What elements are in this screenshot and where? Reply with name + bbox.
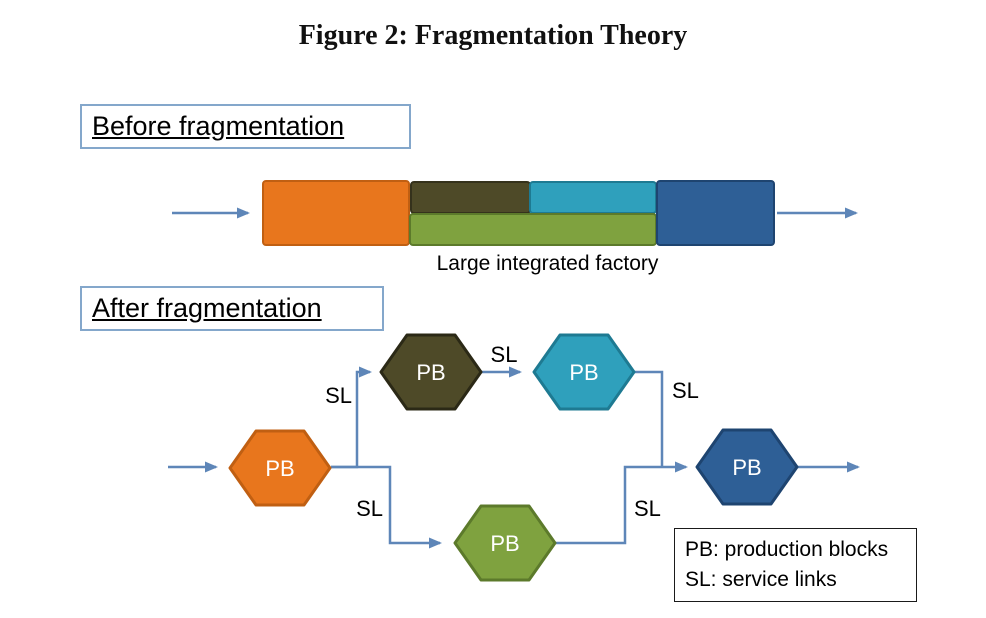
sl-label-lower-right: SL — [634, 496, 661, 521]
sl-label-upper-left: SL — [325, 383, 352, 408]
before-fragmentation-label: Before fragmentation — [92, 111, 345, 141]
pb-label-dark-olive: PB — [416, 360, 445, 385]
legend-line-sl: SL: service links — [685, 568, 837, 592]
pb-label-green: PB — [490, 531, 519, 556]
factory-block-orange — [262, 180, 410, 246]
after-fragmentation-label: After fragmentation — [92, 293, 322, 323]
figure-title: Figure 2: Fragmentation Theory — [298, 20, 688, 51]
sl-label-lower-left: SL — [356, 496, 383, 521]
sl-label-upper-right: SL — [672, 378, 699, 403]
before-fragmentation-label-box: Before fragmentation — [80, 104, 411, 149]
pb-label-teal: PB — [569, 360, 598, 385]
pb-label-orange: PB — [265, 456, 294, 481]
pb-node-teal — [532, 333, 636, 411]
factory-block-green — [409, 213, 657, 246]
sl-label-upper-middle: SL — [491, 342, 518, 367]
pb-node-dark-olive — [379, 333, 483, 411]
factory-block-blue — [656, 180, 775, 246]
after-fragmentation-label-box: After fragmentation — [80, 286, 384, 331]
pb-label-blue: PB — [732, 455, 761, 480]
connector-upper-merge — [634, 370, 664, 467]
connector-lower-merge — [555, 461, 688, 545]
factory-caption: Large integrated factory — [436, 252, 659, 275]
pb-node-blue — [695, 428, 799, 506]
pb-node-orange — [228, 429, 332, 507]
legend-box: PB: production blocks SL: service links — [674, 528, 917, 602]
connector-lower-split — [331, 465, 442, 549]
pb-node-green — [453, 504, 557, 582]
legend-line-pb: PB: production blocks — [685, 538, 889, 561]
